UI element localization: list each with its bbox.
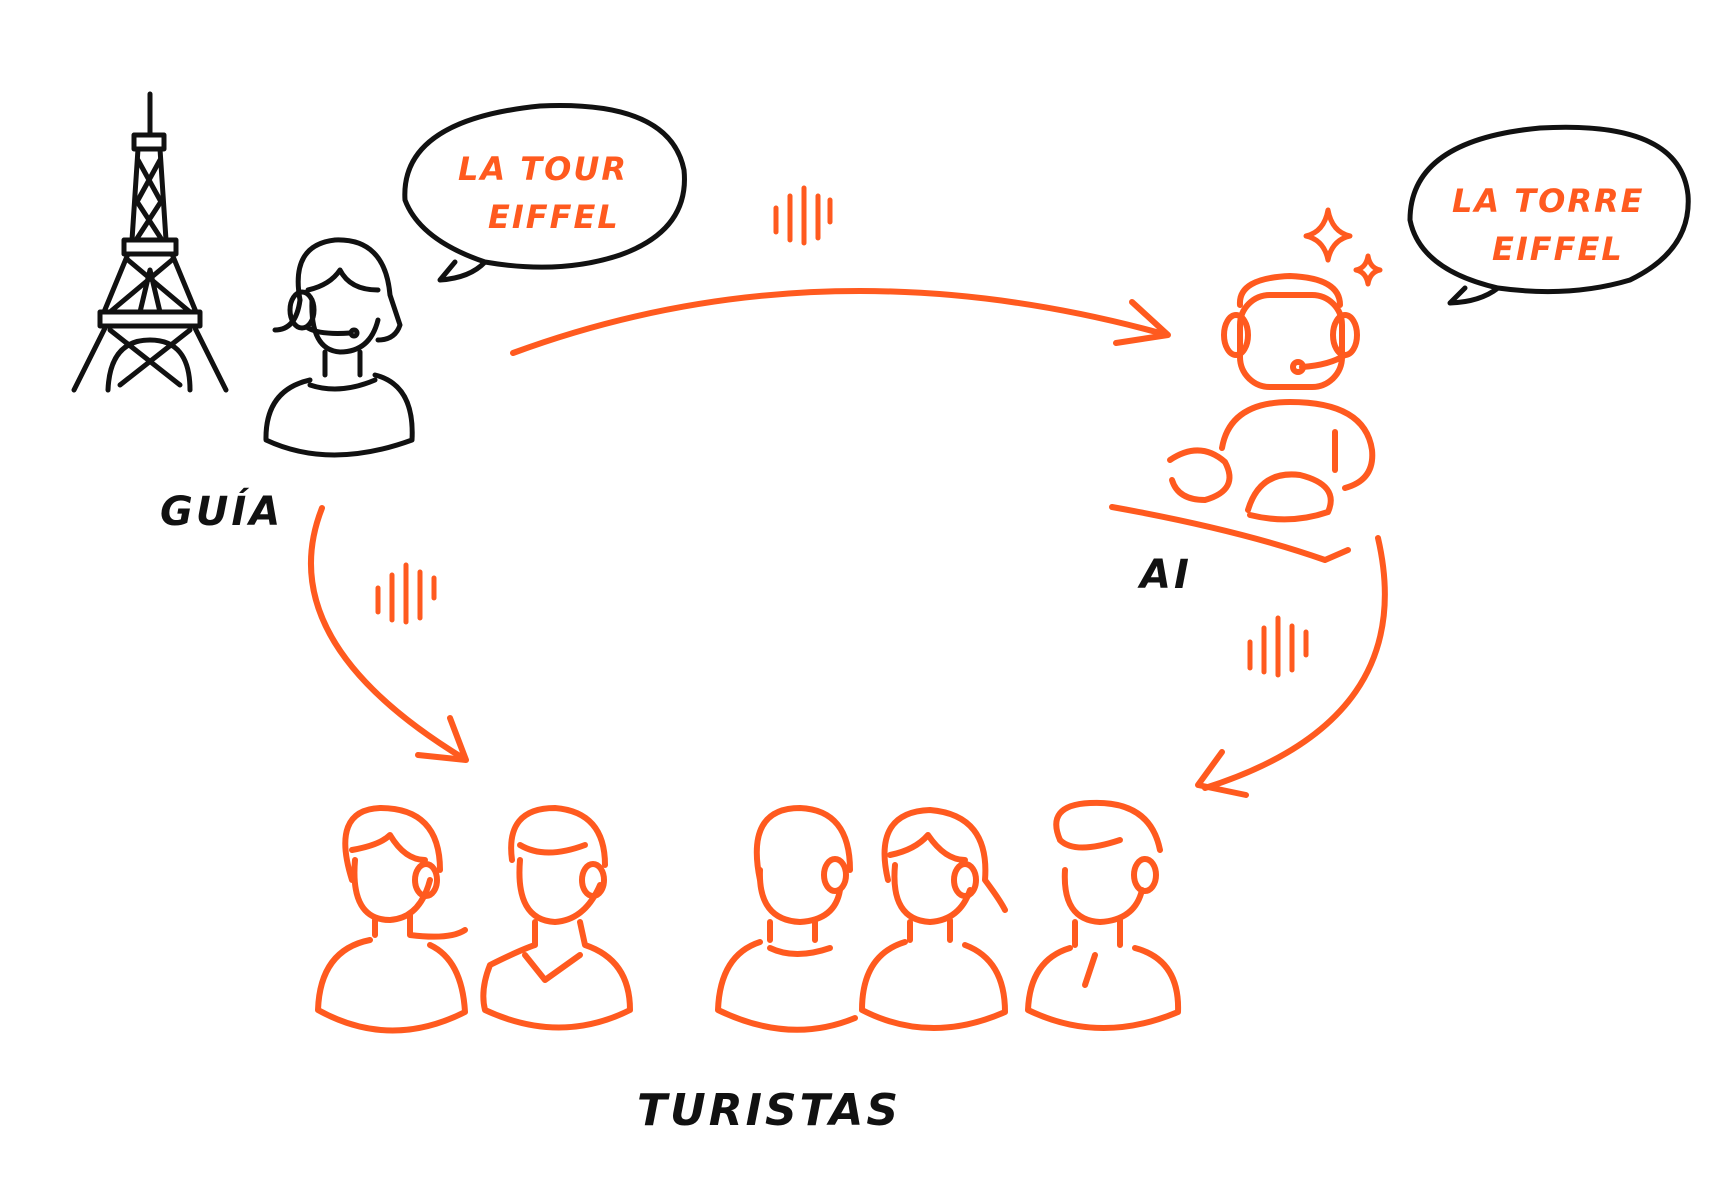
guide-speech-line1: LA TOUR: [458, 150, 628, 188]
tourist: [315, 805, 468, 1034]
ai-label: AI: [1137, 552, 1192, 598]
guide-label: GUÍA: [160, 487, 283, 535]
eiffel-tower-icon: [71, 91, 229, 393]
tourists-label: TURISTAS: [637, 1085, 901, 1136]
arrow-guide-to-ai: [510, 288, 1171, 356]
tourists-group: [315, 799, 1182, 1034]
sound-wave-icon: [375, 562, 437, 625]
ai-person: [1109, 273, 1376, 563]
tourist: [859, 807, 1008, 1031]
arrow-guide-to-tourists: [307, 505, 469, 763]
guide-speech-line2: EIFFEL: [488, 198, 620, 236]
ai-speech-bubble: LA TORRE EIFFEL: [1407, 124, 1691, 306]
tourist: [1025, 799, 1182, 1031]
ai-speech-line2: EIFFEL: [1492, 230, 1624, 268]
sound-wave-icon: [773, 185, 833, 246]
ai-speech-line1: LA TORRE: [1452, 182, 1644, 220]
arrow-ai-to-tourists: [1195, 535, 1388, 798]
sparkle-icon: [1303, 207, 1383, 287]
tourist: [715, 805, 858, 1033]
guide-speech-bubble: LA TOUR EIFFEL: [402, 103, 687, 283]
guide-person: [263, 237, 415, 458]
tourist: [480, 805, 633, 1031]
sound-wave-icon: [1247, 615, 1309, 678]
